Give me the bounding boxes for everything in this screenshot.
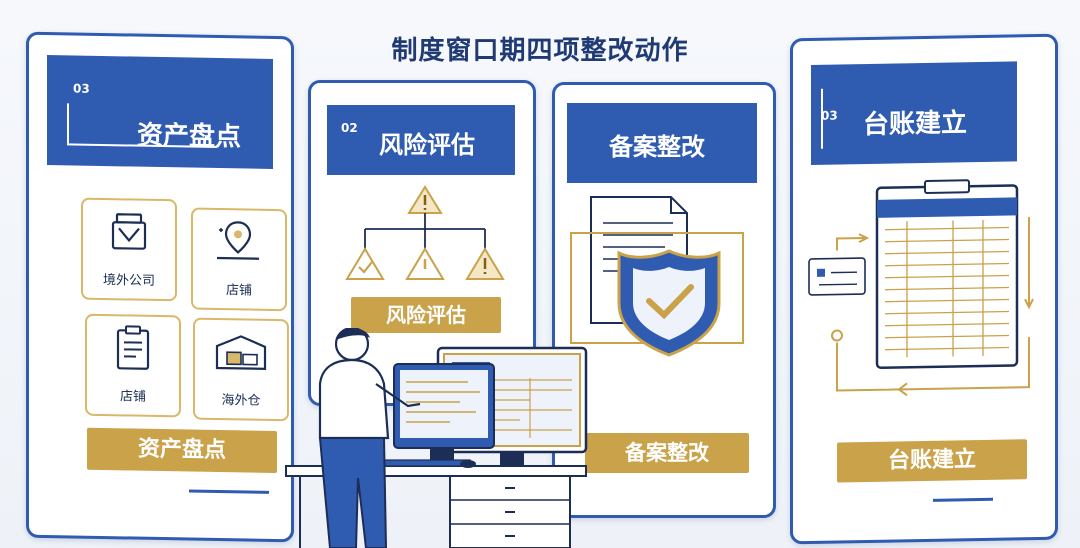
bag-icon [111,213,147,250]
panel-footer-label: 备案整改 [585,433,749,473]
card-label: 海外仓 [221,393,261,409]
footer-accent-line [189,489,269,494]
panel-number: 03 [821,108,838,123]
panel-title: 备案整改 [609,133,705,161]
card-store: 店铺 [191,207,287,312]
panel-footer-label: 资产盘点 [87,427,277,474]
clipboard-icon [116,325,150,370]
location-pin-icon [217,221,259,260]
header-bracket [67,103,69,144]
panel-ledger-setup: 03 台账建立 台账建立 [790,33,1058,545]
ledger-spreadsheet-icon [808,179,1034,397]
panel-title: 资产盘点 [137,120,242,153]
panel-asset-inventory: 03 资产盘点 境外公司 店铺 店铺 [26,31,294,543]
card-label: 境外公司 [102,273,155,289]
panel-header: 备案整改 [567,103,757,183]
panel-footer-label: 台账建立 [837,439,1027,483]
panel-title: 风险评估 [379,131,475,159]
document-shield-icon [570,196,744,357]
page-title: 制度窗口期四项整改动作 [391,36,689,66]
panel-filing-rectification: 备案整改 备案整改 [552,82,776,518]
panel-header: 02 风险评估 [327,105,515,175]
card-overseas-warehouse: 海外仓 [193,317,289,422]
panel-header: 03 资产盘点 [47,55,273,169]
panel-number: 02 [341,121,358,135]
person-at-computer-illustration [285,328,588,548]
header-bracket [821,88,823,149]
panel-header: 03 台账建立 [811,61,1017,165]
card-overseas-company: 境外公司 [81,197,177,302]
panel-title: 台账建立 [863,108,968,141]
panel-number: 03 [73,81,90,96]
risk-tree-diagram [345,185,505,280]
warehouse-box-icon [215,335,267,370]
panel-footer-label: 风险评估 [351,297,501,333]
card-label: 店铺 [225,283,252,299]
footer-accent-line [933,497,993,502]
card-store-clipboard: 店铺 [85,313,181,418]
card-label: 店铺 [119,389,146,405]
